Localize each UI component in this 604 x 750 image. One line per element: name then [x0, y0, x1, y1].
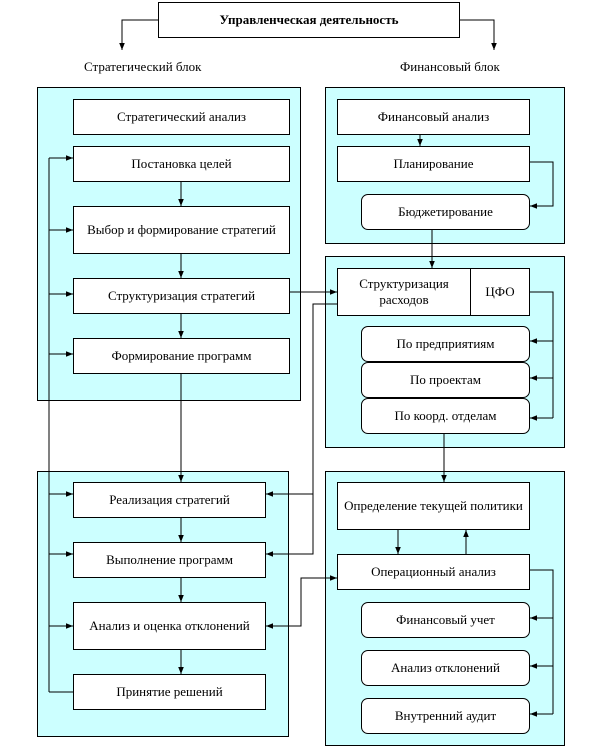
financial-accounting-box: Финансовый учет — [361, 602, 530, 638]
costs-to-execution-arrow — [266, 494, 314, 557]
by-departments-box: По коорд. отделам — [361, 398, 530, 434]
decision-making-box: Принятие решений — [73, 674, 266, 710]
by-enterprise-box: По предприятиям — [361, 326, 530, 362]
title-to-financial-arrow — [460, 19, 497, 50]
by-project-box: По проектам — [361, 362, 530, 398]
right-block-label: Финансовый блок — [400, 59, 500, 74]
title-to-strategic-arrow — [119, 19, 158, 50]
cfo-label: ЦФО — [485, 284, 515, 299]
programs-formation-box: Формирование программ — [73, 338, 290, 374]
deviation-evaluation-box: Анализ и оценка отклонений — [73, 602, 266, 650]
costs-divider — [470, 269, 471, 315]
operational-evaluation-link — [266, 575, 337, 629]
planning-to-budgeting-arrow — [530, 161, 554, 209]
costs-structuring-label: Структуризация расходов — [359, 276, 449, 307]
strategy-structuring-box: Структуризация стратегий — [73, 278, 290, 314]
current-policy-box: Определение текущей политики — [337, 482, 530, 530]
diagram-title: Управленческая деятельность — [158, 2, 460, 38]
goals-box: Постановка целей — [73, 146, 290, 182]
financial-analysis-box: Финансовый анализ — [337, 99, 530, 135]
budgeting-box: Бюджетирование — [361, 194, 530, 230]
operational-analysis-box: Операционный анализ — [337, 554, 530, 590]
deviation-analysis-box: Анализ отклонений — [361, 650, 530, 686]
strategy-choice-box: Выбор и формирование стратегий — [73, 206, 290, 254]
left-block-label: Стратегический блок — [84, 59, 202, 74]
planning-box: Планирование — [337, 146, 530, 182]
costs-to-realization-arrow — [266, 303, 337, 497]
cfo-bracket-line — [530, 291, 554, 418]
operations-bracket-line — [530, 569, 554, 714]
costs-structuring-box: Структуризация расходов ЦФО — [337, 268, 530, 316]
internal-audit-box: Внутренний аудит — [361, 698, 530, 734]
programs-execution-box: Выполнение программ — [73, 542, 266, 578]
strategy-realization-box: Реализация стратегий — [73, 482, 266, 518]
strategic-analysis-box: Стратегический анализ — [73, 99, 290, 135]
